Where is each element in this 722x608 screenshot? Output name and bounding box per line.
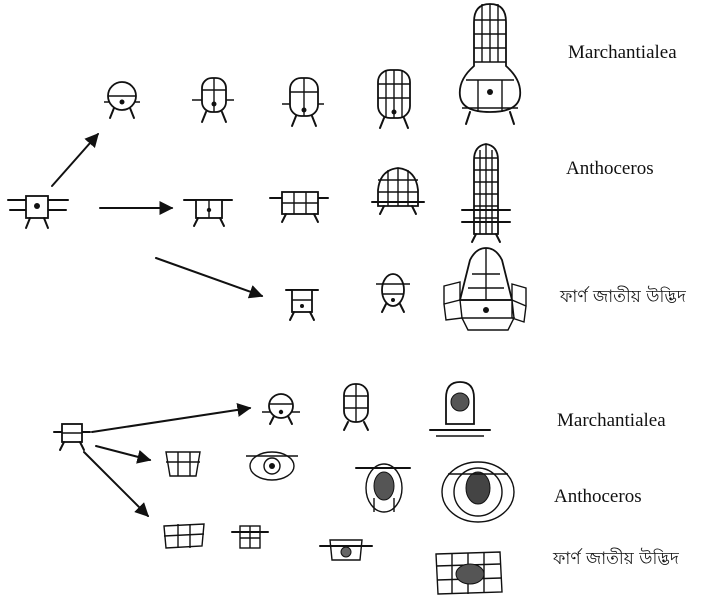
bottom-fern-stage-2 — [232, 526, 268, 548]
top-fern-stage-2 — [376, 274, 410, 312]
bottom-arrow-to-fern — [84, 452, 148, 516]
top-marchantialea-stage-2 — [192, 78, 234, 122]
label-top-fern: ফার্ণ জাতীয় উদ্ভিদ — [560, 284, 686, 312]
bottom-arrow-to-anthoceros — [96, 446, 150, 460]
top-marchantialea-stage-5 — [460, 4, 520, 124]
bottom-fern-stage-4 — [436, 552, 502, 594]
top-initial-cell — [8, 196, 68, 228]
top-marchantialea-stage-3 — [282, 78, 324, 126]
top-anthoceros-stage-2 — [270, 192, 328, 222]
top-fern-stage-3 — [444, 248, 526, 330]
bottom-anthoceros-stage-3 — [356, 464, 410, 512]
top-arrow-to-fern — [156, 258, 262, 296]
label-bottom-anthoceros: Anthoceros — [554, 486, 642, 508]
top-anthoceros-stage-4 — [462, 144, 510, 242]
bottom-marchantialea-stage-2 — [344, 384, 368, 430]
top-fern-stage-1 — [286, 290, 318, 320]
bottom-arrow-to-marchantialea — [92, 408, 250, 432]
top-arrow-to-marchantialea — [52, 134, 98, 186]
top-anthoceros-stage-1 — [184, 200, 232, 226]
label-bottom-fern: ফার্ণ জাতীয় উদ্ভিদ — [553, 546, 679, 574]
label-top-anthoceros: Anthoceros — [566, 158, 654, 180]
top-marchantialea-stage-4 — [378, 70, 410, 128]
bottom-anthoceros-stage-2 — [246, 452, 298, 480]
bottom-anthoceros-stage-4 — [442, 462, 514, 522]
top-marchantialea-stage-1 — [104, 82, 140, 118]
bottom-fern-stage-1 — [164, 524, 204, 548]
bottom-initial-cell — [54, 424, 90, 450]
bottom-anthoceros-stage-1 — [166, 452, 200, 476]
label-top-marchantialea: Marchantialea — [568, 42, 677, 64]
bottom-marchantialea-stage-1 — [262, 394, 300, 424]
bottom-marchantialea-stage-3 — [430, 382, 490, 436]
top-anthoceros-stage-3 — [372, 168, 424, 214]
bottom-fern-stage-3 — [320, 540, 372, 560]
label-bottom-marchantialea: Marchantialea — [557, 410, 666, 432]
